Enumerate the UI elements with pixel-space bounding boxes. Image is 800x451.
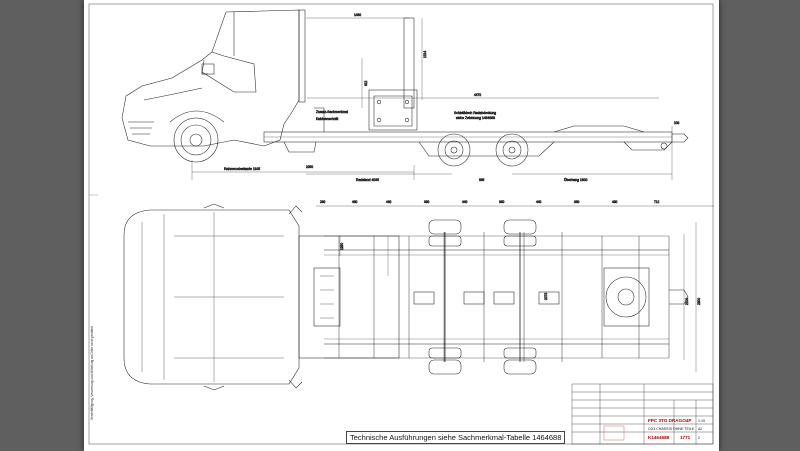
rear-cab-box (368, 89, 418, 131)
label-frame-height: Rahmenoberkante 1185 (224, 167, 260, 171)
title-number: K1464688 (648, 435, 670, 440)
title-code: FPC 3TG DRAGO4P (648, 418, 691, 423)
top-dim-6: 440 (536, 200, 542, 204)
cab-window (201, 51, 257, 93)
top-dim-4: 440 (462, 200, 468, 204)
side-dim-small: 612 (364, 80, 368, 86)
label-center: Schleifblech Radabdeckung (454, 111, 496, 115)
top-dim-2: 440 (386, 200, 392, 204)
label-overhang: Überhang 1800 (564, 178, 587, 182)
cross-members (338, 232, 670, 362)
label-wheelbase: Radstand 4035 (356, 178, 379, 182)
top-dim-5: 360 (499, 200, 505, 204)
mirrors-top (203, 203, 225, 391)
side-dim-length: 4470 (474, 93, 481, 97)
title-revision: 2 (698, 436, 700, 440)
title-format: A2 (698, 427, 702, 431)
side-dim-top-1: 1430 (354, 13, 361, 17)
tow-hitch (672, 133, 689, 143)
title-scale: 1:15 (698, 419, 705, 423)
side-dim-bottom-3: 100 (674, 121, 680, 125)
rear-axle-1 (437, 133, 471, 167)
label-center2: siehe Zeichnung 1464688 (456, 116, 495, 120)
headboard (403, 17, 415, 109)
cab-top-outline (123, 209, 300, 385)
side-dim-bottom-2: 985 (479, 178, 485, 182)
top-dim-inner: 1250 (340, 243, 344, 250)
side-dim-bottom-1: 2050 (306, 165, 313, 169)
top-dim-side: 2073 (544, 293, 548, 300)
rear-axle-2 (495, 133, 529, 167)
title-subtitle: CD3 CHASSIS OHNE TEILE (648, 427, 695, 431)
top-dims-row: 280 480 440 360 440 360 440 380 480 712 (320, 200, 660, 205)
technical-note: Technische Ausführungen siehe Sachmerkma… (346, 431, 566, 444)
mirror (201, 63, 215, 75)
technical-drawing: Vervielfältigung, Verwertung und Mitteil… (88, 3, 714, 445)
top-dim-8: 480 (612, 200, 618, 204)
spare-wheel-carrier (603, 267, 650, 327)
label-aux: Zusatz-Sachmerkmal (316, 110, 348, 114)
tow-hitch-top (669, 289, 689, 305)
top-dim-0: 280 (320, 200, 326, 204)
top-dim-1: 480 (352, 200, 358, 204)
side-view: 1430 1214 4470 612 Kabinenschnitt Zusatz… (121, 9, 689, 182)
top-dim-7: 380 (574, 200, 580, 204)
title-block (571, 383, 714, 445)
side-dim-top-2: 1214 (423, 51, 427, 58)
side-margin-text: Vervielfältigung, Verwertung und Mitteil… (90, 326, 94, 420)
top-dim-width: 2100 (685, 298, 689, 305)
label-cabin-cut: Kabinenschnitt (316, 117, 338, 121)
sheet-border (88, 3, 714, 445)
top-dim-9: 712 (654, 200, 660, 204)
grille (128, 121, 154, 135)
title-sheet-no: 1771 (680, 435, 691, 440)
top-dim-3: 360 (424, 200, 430, 204)
drawing-sheet: Vervielfältigung, Verwertung und Mitteil… (84, 0, 719, 451)
top-view: 280 480 440 360 440 360 440 380 480 712 … (123, 200, 714, 391)
cab-outline (121, 9, 300, 147)
top-dim-width2: 2300 (697, 298, 701, 305)
front-wheel (173, 117, 219, 163)
